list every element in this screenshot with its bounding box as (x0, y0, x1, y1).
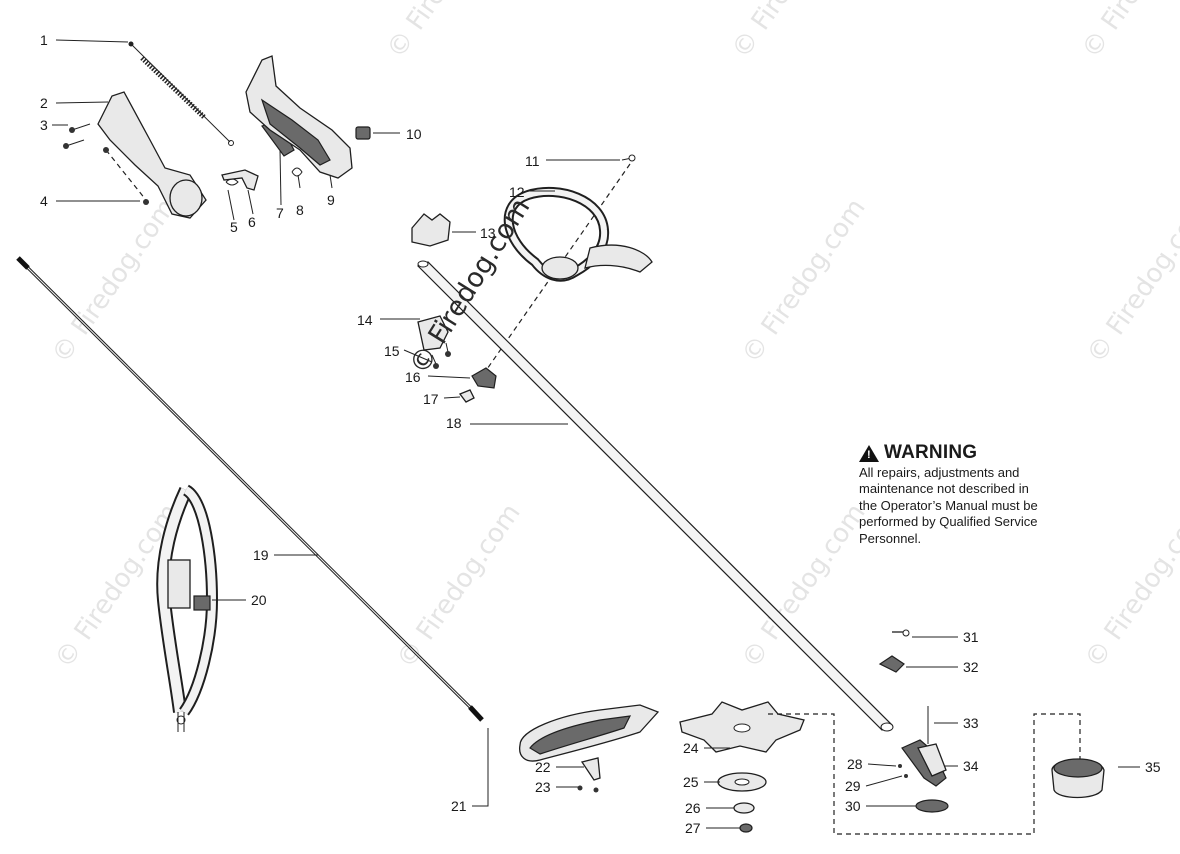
callout-33: 33 (963, 715, 979, 731)
part-harness (156, 484, 219, 732)
leader-lines (52, 39, 1140, 829)
callout-13: 13 (480, 225, 496, 241)
watermark: © Firedog.com (381, 0, 516, 64)
callout-8: 8 (296, 202, 304, 218)
watermark: © Firedog.com (46, 193, 181, 369)
callout-16: 16 (405, 369, 421, 385)
part-blade (679, 701, 805, 753)
callout-35: 35 (1145, 759, 1161, 775)
callout-19: 19 (253, 547, 269, 563)
part-screws (63, 123, 151, 206)
assembly-dash (768, 713, 1081, 835)
callout-30: 30 (845, 798, 861, 814)
watermark: © Firedog.com (736, 193, 871, 369)
callout-27: 27 (685, 820, 701, 836)
part-gear-head (878, 629, 949, 813)
callout-18: 18 (446, 415, 462, 431)
callout-24: 24 (683, 740, 699, 756)
part-handle-housing (97, 91, 207, 219)
warning-triangle-icon: ! (859, 444, 879, 462)
part-spacer (411, 213, 451, 247)
callout-6: 6 (248, 214, 256, 230)
part-guide-line (472, 728, 489, 807)
callout-25: 25 (683, 774, 699, 790)
callout-2: 2 (40, 95, 48, 111)
callout-10: 10 (406, 126, 422, 142)
callout-1: 1 (40, 32, 48, 48)
callout-4: 4 (40, 193, 48, 209)
callout-31: 31 (963, 629, 979, 645)
part-handle-half (245, 55, 353, 179)
callout-15: 15 (384, 343, 400, 359)
part-stop-switch (355, 126, 371, 140)
part-drive-tube (416, 260, 894, 732)
warning-box: ! WARNING All repairs, adjustments and m… (859, 442, 1089, 547)
callout-17: 17 (423, 391, 439, 407)
callout-3: 3 (40, 117, 48, 133)
callout-9: 9 (327, 192, 335, 208)
callout-14: 14 (357, 312, 373, 328)
callout-26: 26 (685, 800, 701, 816)
callout-29: 29 (845, 778, 861, 794)
warning-body: All repairs, adjustments and maintenance… (859, 465, 1089, 547)
watermark: © Firedog.com (1081, 193, 1180, 369)
warning-line: Personnel. (859, 530, 922, 546)
part-washers (717, 772, 767, 833)
warning-title: ! WARNING (859, 442, 1089, 464)
callout-23: 23 (535, 779, 551, 795)
callout-7: 7 (276, 205, 284, 221)
callout-11: 11 (525, 153, 540, 169)
callout-20: 20 (251, 592, 267, 608)
callout-21: 21 (451, 798, 467, 814)
callout-32: 32 (963, 659, 979, 675)
part-handle-bolt (477, 154, 636, 383)
callout-5: 5 (230, 219, 238, 235)
part-drive-shaft (16, 256, 484, 722)
warning-line: All repairs, adjustments and (859, 465, 1020, 480)
watermark: © Firedog.com (1076, 0, 1180, 64)
warning-title-text: WARNING (884, 442, 978, 463)
warning-line: the Operator’s Manual must be (859, 497, 1038, 513)
warning-line: performed by Qualified Service (859, 514, 1038, 530)
part-grass-shield (519, 704, 660, 793)
part-trimmer-head (1051, 758, 1105, 799)
callout-numbers: 1 2 3 4 5 6 7 8 9 10 11 12 13 14 15 16 1… (40, 32, 1161, 836)
part-throttle-cable (128, 41, 234, 146)
callout-12: 12 (509, 184, 525, 200)
callout-34: 34 (963, 758, 979, 774)
part-loop-handle (503, 186, 653, 282)
warning-line: maintenance not described in (859, 481, 1029, 497)
callout-28: 28 (847, 756, 863, 772)
watermark: © Firedog.com (1079, 498, 1180, 674)
callout-22: 22 (535, 759, 551, 775)
part-clamp-set (417, 315, 497, 403)
watermark: © Firedog.com (726, 0, 861, 64)
